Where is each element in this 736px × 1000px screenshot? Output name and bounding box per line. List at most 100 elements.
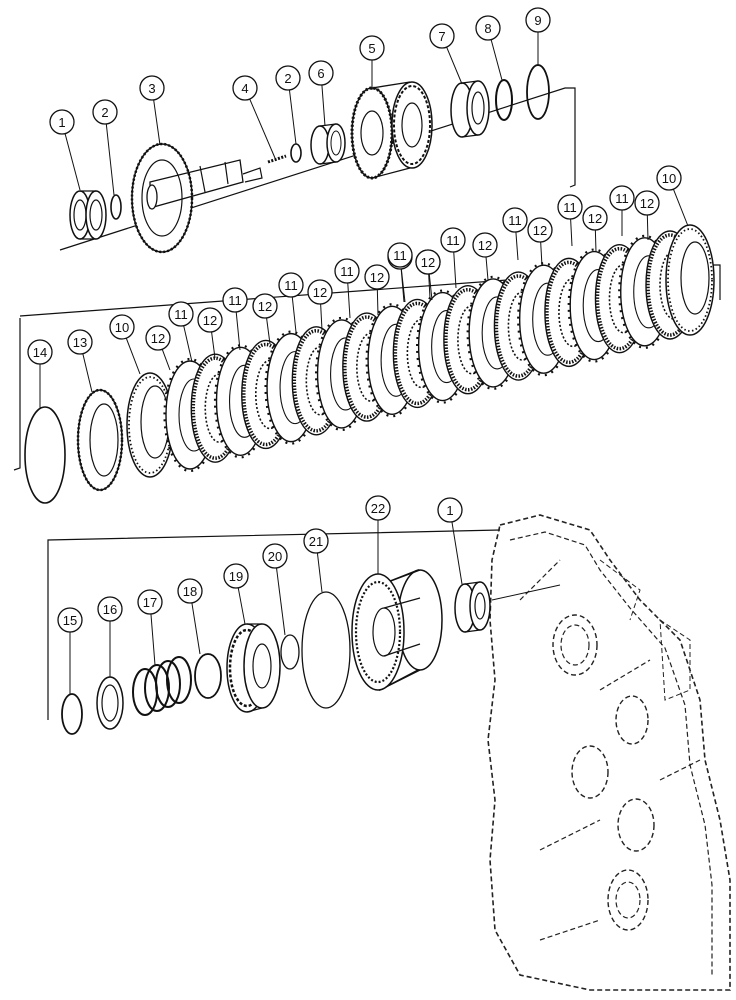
leader-c-18: [191, 602, 201, 655]
leader-lines: [39, 32, 689, 694]
callout-c-12j: 12: [582, 205, 608, 231]
callout-number: 11: [340, 264, 354, 279]
callout-number: 11: [228, 293, 242, 308]
callout-c-10a: 10: [109, 314, 135, 340]
callout-c-10b: 10: [656, 165, 682, 191]
callout-number: 5: [368, 41, 375, 56]
callout-number: 12: [151, 331, 165, 346]
callout-circle: [223, 563, 249, 589]
callout-number: 19: [229, 569, 243, 584]
callout-circle: [387, 242, 413, 268]
callout-circle: [139, 75, 165, 101]
callout-circle: [307, 279, 333, 305]
callout-c-4: 4: [232, 75, 258, 101]
callout-c-9: 9: [525, 7, 551, 33]
leader-c-4: [249, 98, 276, 159]
callout-c-20: 20: [262, 543, 288, 569]
callout-c-11i: 11: [557, 194, 583, 220]
bearing-part-6: [310, 123, 346, 165]
callout-circle: [525, 7, 551, 33]
leader-c-12k: [646, 214, 649, 241]
callout-circle: [275, 65, 301, 91]
callout-circle: [527, 217, 553, 243]
callout-c-11f: 11: [387, 242, 413, 268]
callout-c-12g: 12: [415, 249, 441, 275]
callout-c-13: 13: [67, 329, 93, 355]
leader-c-12b: [211, 331, 216, 359]
leader-c-13: [82, 353, 93, 393]
callout-circle: [557, 194, 583, 220]
leader-c-12e: [376, 288, 379, 316]
callout-circle: [582, 205, 608, 231]
clutch-drum-part-22: [351, 568, 443, 692]
callout-c-11c: 11: [278, 272, 304, 298]
callout-number: 2: [284, 71, 291, 86]
callout-number: 21: [309, 534, 323, 549]
leader-c-12a: [161, 349, 171, 371]
callout-c-18: 18: [177, 578, 203, 604]
leader-c-20: [276, 567, 286, 636]
snap-ring-part-2b: [290, 143, 302, 163]
washer-part-16: [96, 676, 124, 730]
callout-circle: [278, 272, 304, 298]
callout-c-11g: 11: [440, 227, 466, 253]
snap-ring-part-9: [526, 64, 550, 120]
leader-c-17: [150, 613, 156, 666]
callout-c-12b: 12: [197, 307, 223, 333]
callout-number: 3: [148, 81, 155, 96]
callout-number: 11: [174, 307, 188, 322]
leader-c-2b: [288, 89, 297, 145]
callout-number: 1: [446, 503, 453, 518]
leader-c-7: [446, 46, 463, 85]
callout-c-1b: 1: [437, 497, 463, 523]
transmission-case: [487, 514, 731, 991]
callout-c-19: 19: [223, 563, 249, 589]
callout-number: 12: [258, 299, 272, 314]
leader-c-11a: [183, 325, 193, 363]
bearing-part-1a: [69, 190, 107, 240]
callout-circle: [334, 258, 360, 284]
callout-number: 12: [640, 196, 654, 211]
callout-number: 4: [241, 81, 248, 96]
callout-circle: [97, 596, 123, 622]
pressure-plate-part-10b: [665, 224, 715, 336]
callout-circle: [49, 109, 75, 135]
housing-group: [61, 514, 731, 991]
leader-c-6: [321, 84, 326, 127]
callout-number: 11: [284, 278, 298, 293]
leader-c-11i: [570, 218, 573, 247]
callout-c-22: 22: [365, 495, 391, 521]
callout-number: 12: [313, 285, 327, 300]
callout-circle: [168, 301, 194, 327]
callout-circle: [177, 578, 203, 604]
callout-circle: [364, 264, 390, 290]
leader-c-11b: [235, 311, 241, 351]
callout-circle: [232, 75, 258, 101]
snap-ring-part-15: [61, 693, 83, 735]
callout-circle: [145, 325, 171, 351]
callout-number: 2: [101, 105, 108, 120]
piston-part-19: [226, 623, 281, 713]
callout-number: 9: [534, 13, 541, 28]
leader-c-11h: [515, 231, 519, 261]
ring-part-18: [194, 653, 222, 699]
callout-number: 1: [58, 115, 65, 130]
leader-c-11c: [291, 296, 297, 333]
callout-c-1a: 1: [49, 109, 75, 135]
callout-c-12i: 12: [527, 217, 553, 243]
leader-c-19: [237, 587, 246, 625]
callout-number: 10: [115, 320, 129, 335]
callout-circle: [137, 589, 163, 615]
callout-c-6: 6: [308, 60, 334, 86]
callout-circle: [609, 185, 635, 211]
callout-number: 12: [421, 255, 435, 270]
callout-c-12c: 12: [252, 293, 278, 319]
callout-c-15: 15: [57, 607, 83, 633]
callout-number: 11: [615, 191, 629, 206]
leader-c-8: [490, 39, 503, 81]
callout-c-7: 7: [429, 23, 455, 49]
callout-number: 12: [533, 223, 547, 238]
leader-c-21: [316, 552, 323, 593]
callout-number: 16: [103, 602, 117, 617]
callout-number: 18: [183, 584, 197, 599]
